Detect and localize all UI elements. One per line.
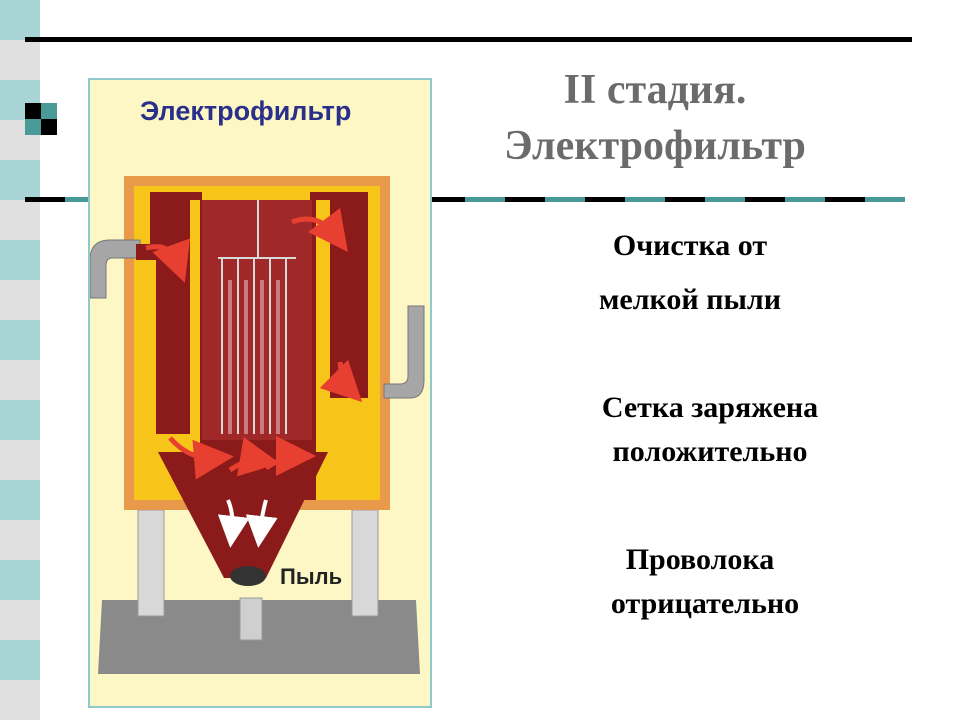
electrode-grid bbox=[218, 200, 296, 434]
point-1-line-2: мелкой пыли bbox=[598, 283, 782, 316]
right-leg bbox=[351, 509, 379, 617]
point-2-line-1: Сетка заряжена bbox=[601, 391, 819, 424]
point-1-line-1: Очистка от bbox=[612, 229, 768, 262]
dust-label: Пыль bbox=[280, 564, 343, 589]
gas-flow-arrows bbox=[145, 207, 363, 480]
title-line-2: Электрофильтр bbox=[504, 123, 806, 169]
dust-outlet bbox=[239, 597, 263, 641]
electrofilter-diagram: Электрофильтр Пыль bbox=[88, 78, 432, 708]
collection-hopper bbox=[158, 452, 328, 578]
point-3-line-2: отрицательно bbox=[610, 587, 800, 620]
point-3-line-1: Проволока bbox=[625, 543, 775, 576]
diagram-label: Электрофильтр bbox=[140, 96, 352, 126]
middle-rule bbox=[25, 197, 905, 202]
bullet-icon bbox=[25, 103, 57, 135]
dust-pile bbox=[230, 566, 266, 586]
slide-title: II стадия. Электрофильтр bbox=[455, 62, 855, 174]
point-2-line-2: положительно bbox=[612, 435, 808, 468]
dust-fall-arrows bbox=[217, 499, 278, 548]
electrofilter-drawing bbox=[90, 176, 425, 674]
title-line-1: II стадия. bbox=[563, 67, 747, 113]
outlet-pipe bbox=[383, 305, 425, 399]
top-rule bbox=[25, 37, 912, 42]
left-leg bbox=[137, 509, 165, 617]
